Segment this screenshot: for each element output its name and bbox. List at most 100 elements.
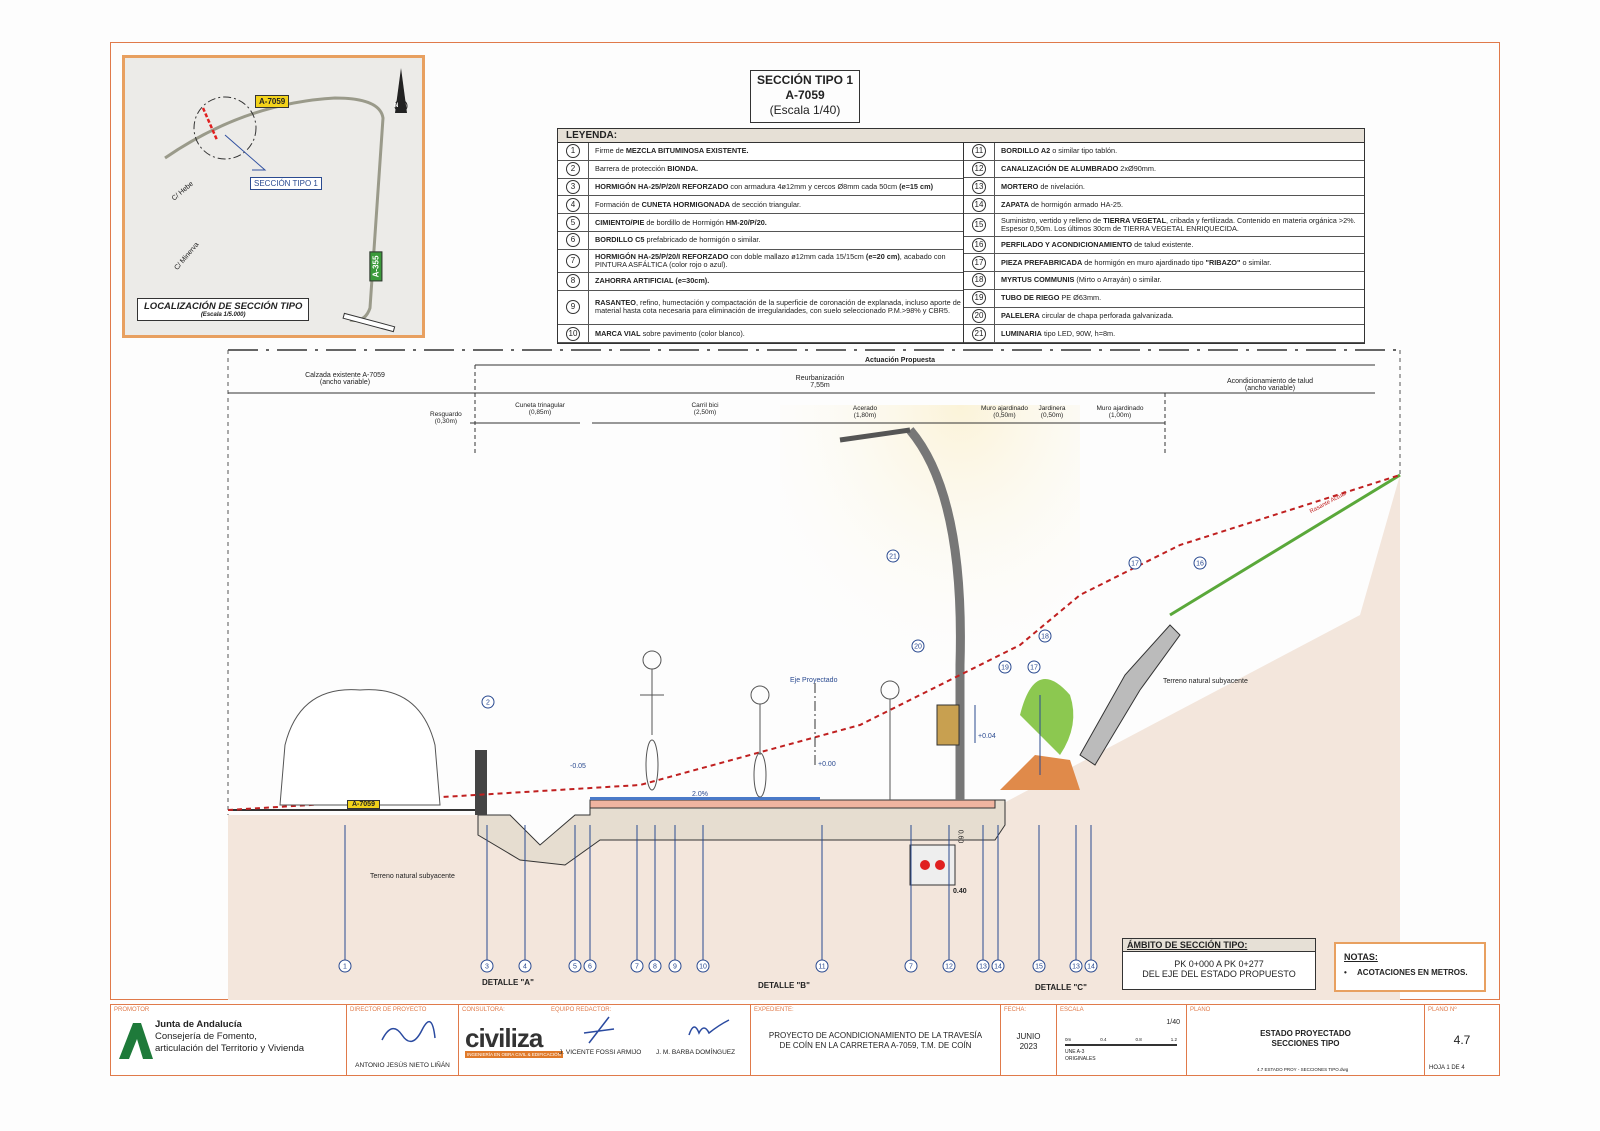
legend-item: 20 PALELERA circular de chapa perforada …	[964, 307, 1364, 326]
dim-calzada-label: Calzada existente A-7059	[305, 372, 385, 379]
legend-plain: , refino, humectación y compactación de …	[595, 298, 961, 316]
callout-circle	[991, 959, 1005, 973]
callout-number: 14	[1087, 964, 1095, 971]
legend-number-circle: 9	[566, 300, 580, 315]
legend-number-circle: 16	[972, 237, 986, 252]
legend-number-circle: 5	[566, 215, 580, 230]
callout-number: 7	[635, 964, 639, 971]
legend-bold: HORMIGÓN HA-25/P/20/I REFORZADO	[595, 182, 729, 192]
legend-bold: ZAHORRA ARTIFICIAL (e=30cm).	[595, 276, 710, 286]
dim-muro2-sub: (1,00m)	[1108, 412, 1132, 419]
callout-number: 15	[1035, 964, 1043, 971]
scale-tick: 0m	[1065, 1037, 1072, 1042]
road-line	[164, 96, 385, 322]
legend-bold-2: HM-20/P/20.	[725, 217, 767, 227]
dim-muro-1: Muro ajardinado(0,50m)	[972, 405, 1037, 419]
level-plus-004: +0.04	[978, 733, 996, 740]
dim-acerado: Acerado(1,80m)	[830, 405, 900, 419]
level-000: +0.00	[818, 761, 836, 768]
north-arrow-icon	[394, 68, 408, 113]
legend-number: 3	[558, 178, 589, 196]
plano-title-2: SECCIONES TIPO	[1271, 1039, 1340, 1048]
legend-item: 19 TUBO DE RIEGO PE Ø63mm.	[964, 289, 1364, 308]
location-map: A-7059 A-355 SECCIÓN TIPO 1 C/ Hebe C/ M…	[122, 55, 425, 338]
expediente-line2: DE COÍN EN LA CARRETERA A-7059, T.M. DE …	[779, 1041, 972, 1050]
tb-promotor: PROMOTOR Junta de Andalucía Consejería d…	[111, 1005, 347, 1075]
junta-logo-icon	[119, 1023, 153, 1059]
dim-060: 0.60	[956, 829, 964, 844]
callout-number: 21	[889, 554, 897, 561]
legend-item: 14 ZAPATA de hormigón armado HA-25.	[964, 196, 1364, 214]
legend-text: MORTERO de nivelación.	[995, 182, 1085, 191]
civiliza-logo: civiliza	[465, 1023, 543, 1053]
dim-carril-label: Carril bici	[691, 402, 719, 409]
legend-number: 8	[558, 272, 589, 290]
callout-number: 5	[573, 964, 577, 971]
dim-040: 0.40	[953, 888, 967, 895]
map-title-box: LOCALIZACIÓN DE SECCIÓN TIPO (Escala 1/5…	[137, 298, 310, 321]
legend-bold-2: BIONDA.	[667, 164, 699, 174]
legend-text: Firme de MEZCLA BITUMINOSA EXISTENTE.	[589, 147, 749, 155]
callout-number: 17	[1131, 561, 1139, 568]
civiliza-subtitle: INGENIERÍA EN OBRA CIVIL & EDIFICACIÓN	[465, 1051, 563, 1058]
legend-number-circle: 10	[566, 326, 580, 341]
legend-heading: LEYENDA:	[558, 129, 1364, 143]
legend-number: 13	[964, 178, 995, 196]
map-section-label: SECCIÓN TIPO 1	[250, 177, 322, 190]
legend-number: 20	[964, 307, 995, 325]
legend-number-circle: 12	[972, 162, 986, 177]
legend-number-circle: 6	[566, 233, 580, 248]
callout-circle	[1032, 959, 1046, 973]
ambito-line1: PK 0+000 A PK 0+277	[1174, 959, 1264, 969]
detalle-a-label: DETALLE "A"	[482, 978, 534, 987]
legend-plain: de hormigón armado HA-25.	[1028, 199, 1124, 209]
callout-number: 19	[1001, 665, 1009, 672]
dim-talud: Acondicionamiento de talud(ancho variabl…	[1200, 378, 1340, 392]
hoja: HOJA 1 DE 4	[1429, 1065, 1465, 1071]
callout-circle	[696, 959, 710, 973]
terreno-left-label: Terreno natural subyacente	[370, 873, 455, 880]
legend-item: 4 Formación de CUNETA HORMIGONADA de sec…	[558, 196, 963, 215]
leader	[224, 134, 267, 171]
callout-circle	[911, 639, 925, 653]
legend-bold: CANALIZACIÓN DE ALUMBRADO	[1001, 164, 1119, 174]
scale-tick: 0.8	[1135, 1037, 1142, 1042]
callout-circle	[1084, 959, 1098, 973]
plano-file: 4.7 ESTADO PROY - SECCIONES TIPO.dwg	[1257, 1067, 1349, 1072]
redactor-signatures-icon	[583, 1016, 730, 1044]
section-circle	[193, 96, 257, 160]
car-plate: A-7059	[347, 800, 380, 809]
callout-circle	[630, 959, 644, 973]
legend-text: MARCA VIAL sobre pavimento (color blanco…	[589, 328, 745, 338]
legend-plain: Firme de	[595, 146, 626, 156]
legend-plain: Barrera de protección	[595, 164, 668, 174]
legend-plain: prefabricado de hormigón o similar.	[644, 235, 761, 245]
legend-text: RASANTEO, refino, humectación y compacta…	[589, 299, 963, 315]
legend-plain: tipo LED, 90W, h=8m.	[1041, 328, 1116, 338]
dim-jardinera-label: Jardinera	[1038, 405, 1066, 412]
legend-plain: sobre pavimento (color blanco).	[640, 328, 745, 338]
legend-plain-2: de sección triangular.	[730, 199, 801, 209]
dimension-lines	[228, 364, 1375, 455]
legend-plain: de talud existente.	[1132, 239, 1194, 249]
notas-item-text: ACOTACIONES EN METROS.	[1357, 968, 1468, 977]
callout-number: 4	[523, 964, 527, 971]
cyclist-figures	[640, 650, 900, 800]
legend-number: 2	[558, 160, 589, 178]
legend-text: PERFILADO Y ACONDICIONAMIENTO de talud e…	[995, 239, 1194, 249]
legend-item: 17 PIEZA PREFABRICADA de hormigón en mur…	[964, 254, 1364, 273]
director-signature-icon	[381, 1021, 436, 1043]
legend-number-circle: 20	[972, 308, 986, 323]
legend-item: 2 Barrera de protección BIONDA.	[558, 160, 963, 179]
callout-number: 6	[588, 964, 592, 971]
legend-text: LUMINARIA tipo LED, 90W, h=8m.	[995, 328, 1116, 338]
callout-circle	[886, 549, 900, 563]
legend-number-circle: 3	[566, 180, 580, 195]
callout-circle	[480, 959, 494, 973]
dim-carril-bici: Carril bici(2,50m)	[670, 402, 740, 416]
legend-table: LEYENDA: 1 Firme de MEZCLA BITUMINOSA EX…	[557, 128, 1365, 344]
callout-circle	[518, 959, 532, 973]
legend-text: ZAPATA de hormigón armado HA-25.	[995, 199, 1124, 209]
callout-number: 18	[1041, 634, 1049, 641]
